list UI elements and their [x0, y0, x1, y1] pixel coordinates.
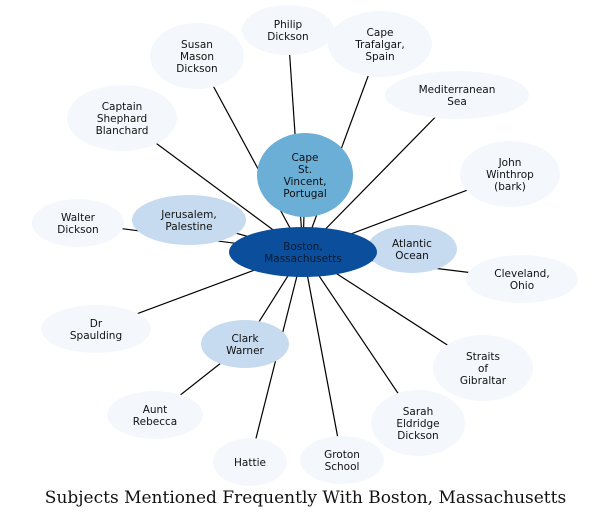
node-ellipse-boston: [229, 227, 377, 277]
node-label-jerusalem-palestine: Jerusalem,Palestine: [160, 209, 216, 233]
node-label-cleveland-ohio: Cleveland,Ohio: [494, 268, 549, 292]
node-label-hattie: Hattie: [234, 457, 266, 469]
node-ellipse-walter-dickson: [32, 199, 124, 247]
node-ellipse-philip-dickson: [242, 5, 334, 55]
node-ellipse-sarah-eldridge-dickson: [371, 390, 465, 456]
node-ellipse-cape-st-vincent-portugal: [257, 133, 353, 217]
node-ellipse-susan-mason-dickson: [150, 23, 244, 89]
edge-boston-groton-school: [302, 251, 343, 461]
edge-boston-susan-mason-dickson: [196, 55, 304, 253]
node-cleveland-ohio[interactable]: Cleveland,Ohio: [466, 255, 578, 303]
node-boston[interactable]: Boston,Massachusetts: [229, 227, 377, 277]
edge-boston-mediterranean-sea: [302, 94, 458, 253]
node-ellipse-groton-school: [300, 436, 384, 484]
node-ellipse-hattie: [213, 438, 287, 486]
node-ellipse-captain-shephard-blanchard: [67, 85, 177, 151]
node-ellipse-aunt-rebecca: [107, 391, 203, 439]
node-ellipse-atlantic-ocean: [367, 225, 457, 273]
node-label-boston: Boston,Massachusetts: [264, 241, 342, 265]
node-hattie[interactable]: Hattie: [213, 438, 287, 486]
node-jerusalem-palestine[interactable]: Jerusalem,Palestine: [132, 195, 246, 245]
node-ellipse-cape-trafalgar-spain: [328, 11, 432, 77]
node-ellipse-dr-spaulding: [41, 305, 151, 353]
node-ellipse-straits-of-gibraltar: [433, 335, 533, 401]
node-ellipse-jerusalem-palestine: [132, 195, 246, 245]
node-ellipse-cleveland-ohio: [466, 255, 578, 303]
node-ellipse-john-winthrop-bark: [460, 141, 560, 207]
diagram-caption: Subjects Mentioned Frequently With Bosto…: [44, 488, 567, 508]
node-ellipse-clark-warner: [201, 320, 289, 368]
node-ellipse-mediterranean-sea: [385, 71, 529, 119]
